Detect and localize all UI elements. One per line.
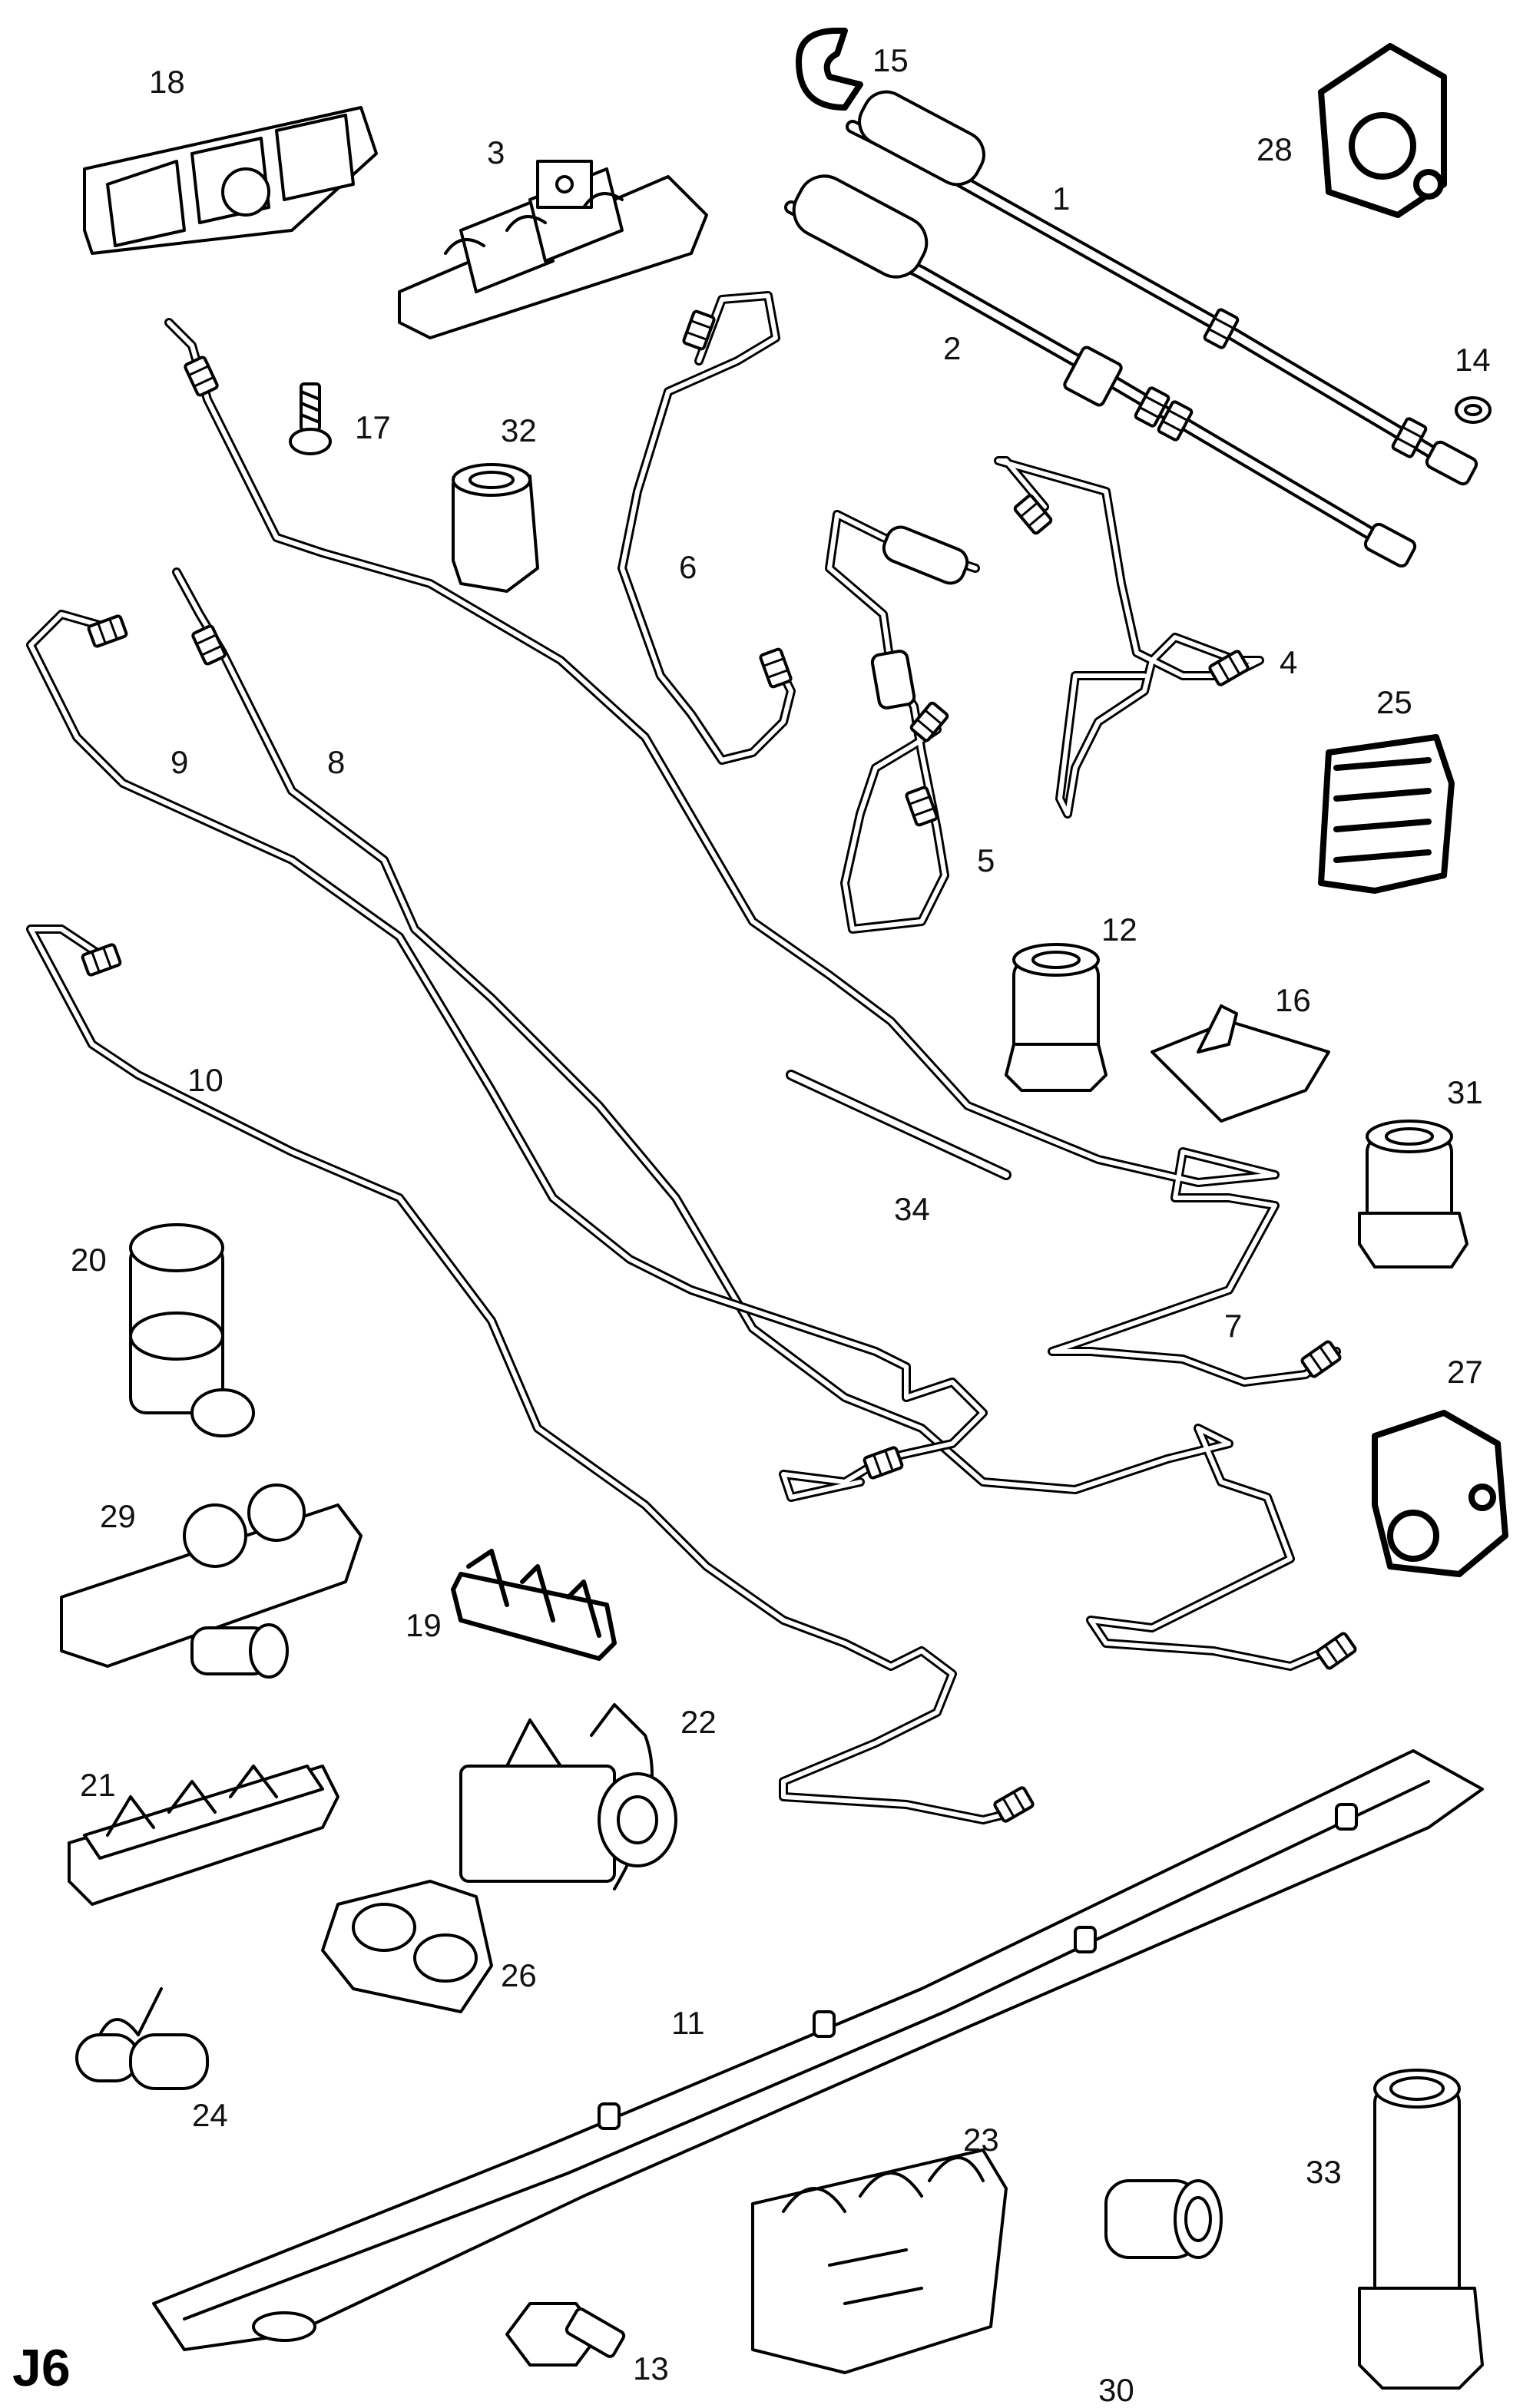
callout-3: 3: [487, 134, 505, 170]
callout-32: 32: [501, 412, 537, 448]
part-19-clip[interactable]: [453, 1551, 614, 1659]
part-31-fitting[interactable]: [1359, 1121, 1467, 1267]
callout-14: 14: [1455, 342, 1491, 378]
callout-5: 5: [977, 842, 995, 878]
callout-25: 25: [1376, 684, 1412, 720]
part-10-pipe[interactable]: [31, 929, 1036, 1822]
callout-9: 9: [171, 744, 189, 780]
part-23-clip[interactable]: [753, 2150, 1006, 2373]
callout-15: 15: [872, 42, 909, 78]
callout-29: 29: [100, 1498, 136, 1534]
callout-17: 17: [355, 409, 391, 445]
part-12-fitting[interactable]: [1006, 944, 1106, 1090]
callout-21: 21: [80, 1767, 116, 1803]
part-2-cable[interactable]: [785, 167, 1417, 568]
part-1-cable[interactable]: [852, 84, 1478, 486]
callout-26: 26: [501, 1957, 537, 1993]
part-4-pipe[interactable]: [998, 461, 1260, 814]
part-6-pipe[interactable]: [622, 296, 792, 760]
part-29-clip[interactable]: [61, 1485, 361, 1677]
part-16-plate[interactable]: [1152, 1006, 1329, 1121]
callout-2: 2: [943, 330, 962, 366]
part-15-clip[interactable]: [799, 31, 860, 108]
callout-1: 1: [1052, 180, 1071, 217]
callout-13: 13: [633, 2350, 669, 2386]
part-24-sleeve[interactable]: [77, 1989, 207, 2089]
part-3-clip[interactable]: [399, 161, 707, 338]
callout-19: 19: [406, 1607, 442, 1643]
part-20-clip[interactable]: [131, 1225, 253, 1436]
part-22-clip[interactable]: [461, 1705, 676, 1889]
callout-24: 24: [192, 2097, 228, 2133]
part-14-washer[interactable]: [1456, 398, 1490, 422]
part-27-clip[interactable]: [1375, 1413, 1505, 1574]
callout-28: 28: [1257, 131, 1293, 167]
callout-8: 8: [327, 744, 346, 780]
callout-22: 22: [680, 1704, 717, 1740]
callout-12: 12: [1101, 911, 1137, 948]
part-11-cover[interactable]: [154, 1751, 1482, 2350]
part-17-screw[interactable]: [290, 384, 330, 454]
part-28-clip[interactable]: [1321, 46, 1444, 215]
callout-16: 16: [1275, 982, 1311, 1018]
callout-31: 31: [1447, 1074, 1483, 1110]
callout-18: 18: [149, 64, 185, 100]
callout-6: 6: [679, 549, 697, 585]
part-32-coupling[interactable]: [453, 465, 538, 591]
part-21-clip[interactable]: [69, 1766, 338, 1904]
part-25-clip[interactable]: [1321, 737, 1452, 891]
callout-10: 10: [187, 1062, 223, 1098]
part-5-pipe[interactable]: [829, 514, 975, 929]
callout-7: 7: [1224, 1308, 1243, 1344]
part-9-pipe[interactable]: [31, 614, 983, 1497]
callout-33: 33: [1306, 2154, 1342, 2190]
callout-4: 4: [1280, 644, 1298, 680]
part-30-sleeve[interactable]: [1106, 2181, 1221, 2258]
part-13-bolt[interactable]: [507, 2304, 625, 2365]
callout-20: 20: [71, 1242, 107, 1278]
callout-27: 27: [1447, 1354, 1483, 1390]
page-code: J6: [12, 2339, 71, 2397]
callout-23: 23: [963, 2122, 999, 2158]
part-7-pipe[interactable]: [169, 322, 1343, 1382]
part-33-coupling[interactable]: [1359, 2070, 1482, 2388]
part-34-tube[interactable]: [791, 1075, 1006, 1175]
callout-11: 11: [671, 2005, 705, 2041]
callout-34: 34: [894, 1191, 930, 1227]
part-8-pipe[interactable]: [177, 572, 1359, 1672]
callout-30: 30: [1098, 2372, 1134, 2408]
part-18-clip[interactable]: [84, 108, 376, 253]
part-26-clip[interactable]: [323, 1881, 492, 2012]
